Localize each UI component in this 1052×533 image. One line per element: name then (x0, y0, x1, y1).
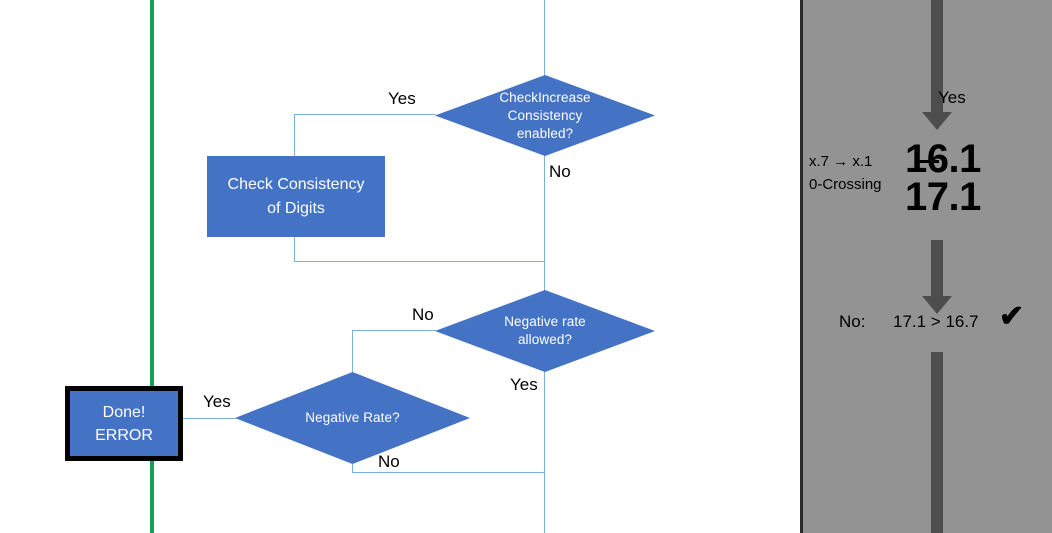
edge-label-negative-rate-allowed-no: No (412, 305, 434, 324)
diamond-shape-icon (435, 75, 655, 156)
connector-d1-to-d2 (544, 155, 545, 291)
connector-box-out-horizontal (294, 261, 545, 262)
edge-label-negative-rate-no: No (378, 452, 400, 471)
process-label-line2: of Digits (267, 199, 325, 217)
decision-label-line1: CheckIncrease (499, 89, 591, 105)
diamond-shape-icon (235, 372, 470, 464)
decision-label: Negative Rate? (235, 372, 470, 464)
terminator-label-line1: Done! (102, 403, 146, 421)
diamond-shape-icon (435, 290, 655, 372)
decision-check-increase-consistency[interactable]: CheckIncrease Consistency enabled? (435, 75, 655, 156)
decision-negative-rate[interactable]: Negative Rate? (235, 372, 470, 464)
terminator-label: Done! ERROR (95, 401, 153, 447)
process-label: Check Consistency of Digits (228, 173, 365, 221)
terminator-label-line2: ERROR (95, 426, 153, 444)
connector-nr-no-vertical (352, 464, 353, 473)
annotation-rounding-note: x.7 → x.1 0-Crossing (809, 150, 882, 196)
connector-nra-no-horizontal (352, 330, 436, 331)
decision-label: Negative rate allowed? (435, 290, 655, 372)
edge-label-check-increase-yes: Yes (388, 89, 416, 108)
edge-label-negative-rate-yes: Yes (203, 392, 231, 411)
edge-label-check-increase-no: No (549, 162, 571, 181)
decision-label-line1: Negative rate (504, 314, 586, 329)
process-label-line1: Check Consistency (227, 175, 365, 193)
decision-label: CheckIncrease Consistency enabled? (435, 75, 655, 156)
annotation-decision-row: No: 17.1 > 16.7 ✔ (803, 302, 1052, 342)
green-divider-line (150, 0, 154, 533)
annotation-pane: Yes x.7 → x.1 0-Crossing 16.1 17.1 No: 1… (800, 0, 1052, 533)
connector-nra-no-vertical (352, 330, 353, 374)
annotation-decision-label: No: (839, 312, 866, 331)
annotation-value-struck: 16.1 (905, 137, 981, 181)
connector-main-top (544, 0, 545, 76)
flowchart-pane: CheckIncrease Consistency enabled? Yes N… (65, 0, 655, 533)
annotation-values-row: x.7 → x.1 0-Crossing 16.1 17.1 (803, 139, 1052, 234)
annotation-rounding-note-line1: x.7 → x.1 (809, 153, 873, 170)
connector-box-out-vertical (294, 237, 295, 261)
decision-label-line2: Consistency (507, 107, 583, 123)
decision-label-line2: allowed? (517, 332, 573, 347)
decision-negative-rate-allowed[interactable]: Negative rate allowed? (435, 290, 655, 372)
annotation-comparison: 17.1 > 16.7 (893, 312, 979, 331)
process-check-consistency-of-digits[interactable]: Check Consistency of Digits (207, 156, 385, 237)
annotation-values: 16.1 17.1 (905, 137, 981, 219)
terminator-done-error[interactable]: Done! ERROR (65, 386, 183, 461)
annotation-rounding-note-line2: 0-Crossing (809, 176, 882, 193)
connector-yes-horizontal (294, 114, 436, 115)
edge-label-negative-rate-allowed-yes: Yes (510, 375, 538, 394)
decision-label-line3: enabled? (516, 125, 574, 141)
connector-nr-yes-horizontal (172, 418, 236, 419)
check-mark-icon: ✔ (999, 300, 1025, 333)
annotation-value-result: 17.1 (905, 175, 981, 219)
arrow-shaft-bottom (931, 352, 943, 533)
decision-label-line1: Negative Rate? (305, 410, 400, 425)
connector-d2-yes-down (544, 371, 545, 533)
annotation-branch-label: Yes (938, 88, 966, 107)
connector-yes-vertical (294, 114, 295, 156)
connector-nr-no-horizontal (352, 472, 545, 473)
